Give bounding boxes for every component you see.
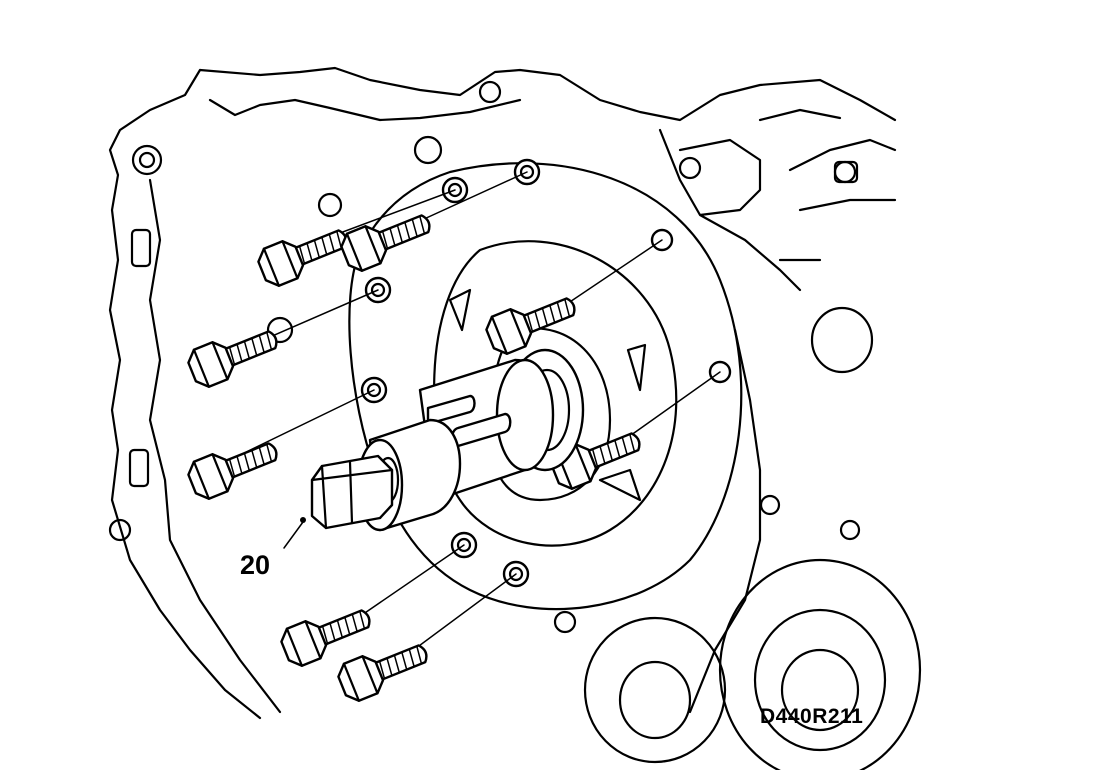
bolt	[183, 430, 285, 504]
housing-right-ribs	[688, 108, 897, 714]
housing-outer-outline	[108, 66, 897, 720]
cover-outer-ring	[348, 162, 743, 611]
bolt	[481, 285, 583, 359]
callout-leader	[283, 517, 306, 549]
callout-label-20: 20	[240, 550, 271, 580]
left-housing-holes	[108, 80, 502, 542]
housing-right-contour	[658, 128, 802, 292]
bolt-hole	[441, 176, 469, 204]
bolt	[253, 217, 355, 291]
bolt	[333, 632, 435, 706]
housing-inner-flange	[148, 98, 522, 714]
cover-slots	[448, 288, 647, 502]
lower-bearing-housing	[583, 558, 922, 770]
right-boss	[553, 156, 874, 634]
bolt	[183, 318, 285, 392]
bolt	[336, 202, 438, 276]
special-tool-20	[310, 348, 585, 532]
drawing-code: D440R211	[760, 705, 864, 728]
